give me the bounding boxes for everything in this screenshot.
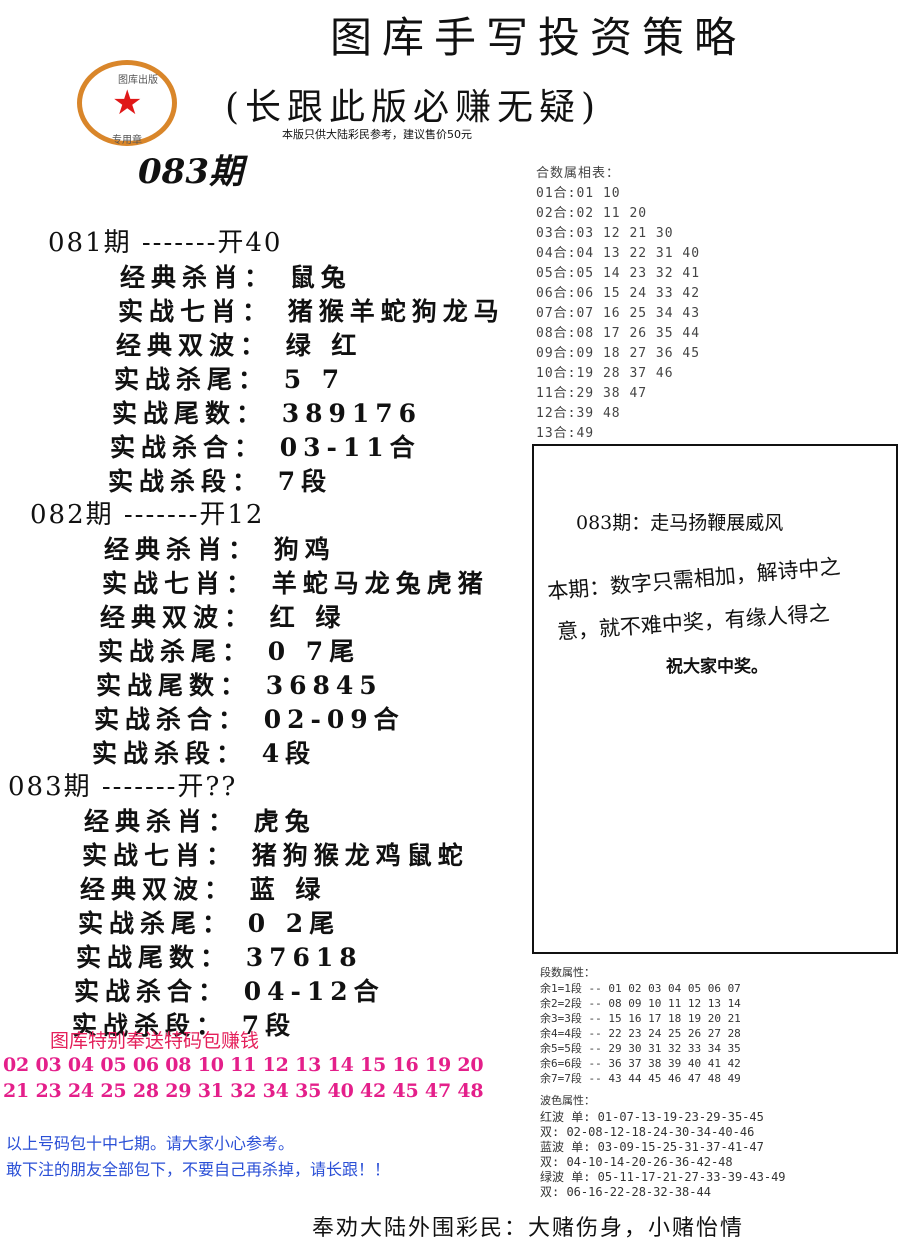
- wave-row: 双: 04-10-14-20-26-36-42-48: [540, 1155, 733, 1169]
- he-table-row: 12合:39 48: [536, 406, 621, 421]
- period-082-head: 082期 -------开12: [30, 500, 265, 530]
- he-table-row: 06合:06 15 24 33 42: [536, 286, 701, 301]
- p082-line: 实战杀段： 4段: [92, 739, 317, 768]
- wave-row: 双: 02-08-12-18-24-30-34-40-46: [540, 1125, 755, 1139]
- p083-line: 经典杀肖： 虎兔: [84, 807, 316, 836]
- he-table-row: 11合:29 38 47: [536, 386, 648, 401]
- he-table-row: 08合:08 17 26 35 44: [536, 326, 701, 341]
- period-081-head: 081期 -------开40: [48, 228, 283, 258]
- he-table-row: 03合:03 12 21 30: [536, 226, 674, 241]
- p082-line: 实战七肖： 羊蛇马龙兔虎猪: [102, 569, 489, 598]
- segment-row: 余1=1段 -- 01 02 03 04 05 06 07: [540, 982, 741, 995]
- poem-line: 意，就不难中奖，有缘人得之: [556, 600, 831, 644]
- p081-line: 实战杀合： 03-11合: [110, 433, 421, 462]
- wave-row: 双: 06-16-22-28-32-38-44: [540, 1185, 711, 1199]
- footer-advice: 奉劝大陆外围彩民：大赌伤身，小赌怡情: [312, 1216, 745, 1241]
- promo-numbers: 02 03 04 05 06 08 10 11 12 13 14 15 16 1…: [3, 1054, 484, 1076]
- p083-line: 实战杀合： 04-12合: [74, 977, 385, 1006]
- poem-line: 083期：走马扬鞭展威风: [576, 512, 784, 534]
- he-table-title: 合数属相表：: [536, 166, 621, 181]
- publisher-stamp: 图库出版 ★ 专用章: [77, 60, 177, 146]
- stamp-top-text: 图库出版: [118, 75, 158, 86]
- wave-title: 波色属性：: [540, 1094, 595, 1107]
- issue-number: 083期: [138, 152, 243, 192]
- price-note: 本版只供大陆彩民参考，建议售价50元: [282, 128, 472, 141]
- he-table-row: 02合:02 11 20: [536, 206, 648, 221]
- page-title: 图库手写投资策略: [330, 13, 747, 62]
- he-table-row: 10合:19 28 37 46: [536, 366, 674, 381]
- he-table-row: 04合:04 13 22 31 40: [536, 246, 701, 261]
- p081-line: 经典杀肖： 鼠兔: [120, 263, 352, 292]
- p083-line: 实战杀段： 7段: [72, 1011, 297, 1040]
- segment-row: 余6=6段 -- 36 37 38 39 40 41 42: [540, 1057, 741, 1070]
- promo-title: 图库特别奉送特码包赚钱: [50, 1030, 260, 1052]
- p082-line: 实战杀合： 02-09合: [94, 705, 405, 734]
- p081-line: 经典双波： 绿 红: [116, 331, 363, 360]
- he-table-row: 07合:07 16 25 34 43: [536, 306, 701, 321]
- he-table-row: 09合:09 18 27 36 45: [536, 346, 701, 361]
- period-083-head: 083期 -------开??: [8, 772, 238, 802]
- he-table-row: 01合:01 10: [536, 186, 621, 201]
- stamp-bottom-text: 专用章: [112, 135, 142, 146]
- promo-numbers: 21 23 24 25 28 29 31 32 34 35 40 42 45 4…: [3, 1080, 484, 1102]
- wave-row: 蓝波 单: 03-09-15-25-31-37-41-47: [540, 1140, 764, 1154]
- segment-row: 余4=4段 -- 22 23 24 25 26 27 28: [540, 1027, 741, 1040]
- segment-row: 余3=3段 -- 15 16 17 18 19 20 21: [540, 1012, 741, 1025]
- p082-line: 实战杀尾： 0 7尾: [98, 637, 361, 666]
- p082-line: 经典双波： 红 绿: [100, 603, 347, 632]
- wave-row: 绿波 单: 05-11-17-21-27-33-39-43-49: [540, 1170, 786, 1184]
- p083-line: 经典双波： 蓝 绿: [80, 875, 327, 904]
- p082-line: 经典杀肖： 狗鸡: [104, 535, 336, 564]
- wave-row: 红波 单: 01-07-13-19-23-29-35-45: [540, 1110, 764, 1124]
- segment-row: 余5=5段 -- 29 30 31 32 33 34 35: [540, 1042, 741, 1055]
- poem-line: 本期：数字只需相加，解诗中之: [546, 554, 842, 604]
- segment-title: 段数属性：: [540, 966, 595, 979]
- he-table-row: 13合:49: [536, 426, 595, 441]
- p083-line: 实战尾数： 37618: [76, 943, 363, 972]
- star-icon: ★: [112, 83, 143, 123]
- segment-row: 余2=2段 -- 08 09 10 11 12 13 14: [540, 997, 741, 1010]
- p081-line: 实战杀尾： 5 7: [114, 365, 346, 394]
- promo-note: 以上号码包十中七期。请大家小心参考。: [6, 1134, 295, 1153]
- segment-row: 余7=7段 -- 43 44 45 46 47 48 49: [540, 1072, 741, 1085]
- p083-line: 实战杀尾： 0 2尾: [78, 909, 341, 938]
- promo-note: 敢下注的朋友全部包下，不要自己再杀掉，请长跟！！: [6, 1160, 391, 1179]
- p082-line: 实战尾数： 36845: [96, 671, 383, 700]
- p081-line: 实战杀段： 7段: [108, 467, 333, 496]
- page-subtitle: (长跟此版必赚无疑): [225, 87, 602, 128]
- poem-box: 083期：走马扬鞭展威风 本期：数字只需相加，解诗中之 意，就不难中奖，有缘人得…: [532, 444, 898, 954]
- p083-line: 实战七肖： 猪狗猴龙鸡鼠蛇: [82, 841, 469, 870]
- he-table-row: 05合:05 14 23 32 41: [536, 266, 701, 281]
- p081-line: 实战七肖： 猪猴羊蛇狗龙马: [118, 297, 505, 326]
- poem-line: 祝大家中奖。: [666, 657, 768, 677]
- p081-line: 实战尾数： 389176: [112, 399, 423, 428]
